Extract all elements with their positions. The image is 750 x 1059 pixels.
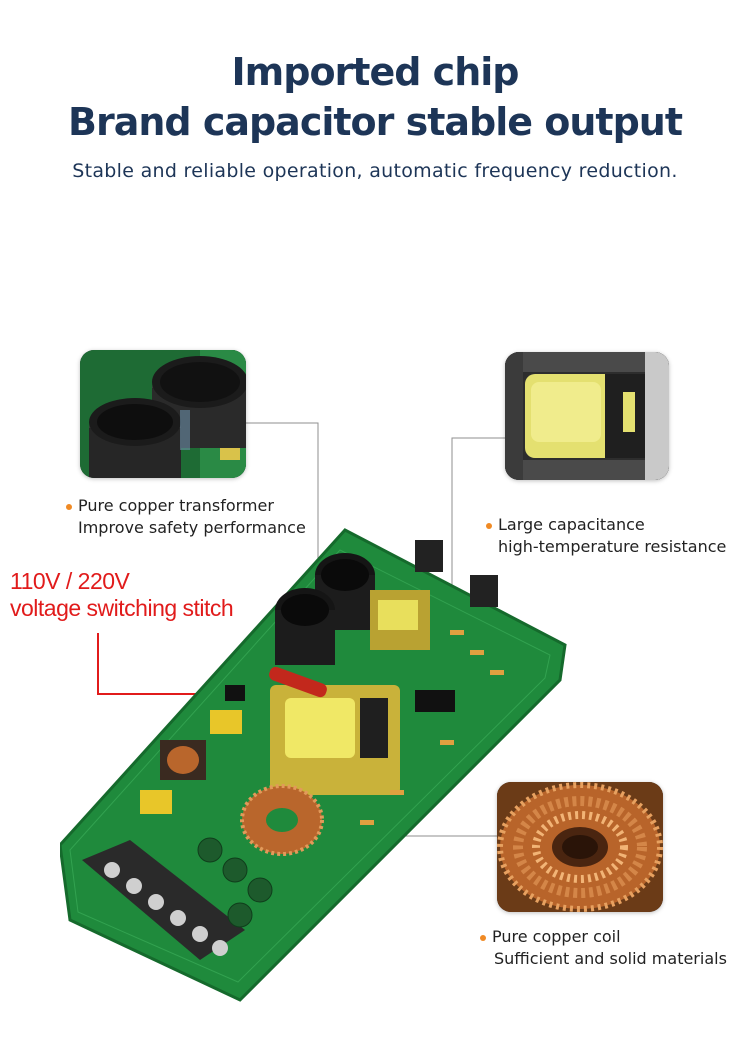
copper-coil-closeup-image xyxy=(497,782,663,912)
callout-transformer-line-2: Improve safety performance xyxy=(78,518,306,537)
bullet-dot xyxy=(480,934,486,941)
bullet-dot xyxy=(66,503,72,510)
callout-transformer: Pure copper transformer Improve safety p… xyxy=(66,495,306,539)
callout-coil: Pure copper coil Sufficient and solid ma… xyxy=(480,926,727,970)
power-supply-pcb-image xyxy=(60,528,567,1002)
callout-coil-line-1: Pure copper coil xyxy=(492,927,621,946)
callout-capacitance: Large capacitance high-temperature resis… xyxy=(486,514,726,558)
callout-coil-line-2: Sufficient and solid materials xyxy=(494,949,727,968)
subtitle: Stable and reliable operation, automatic… xyxy=(72,160,678,182)
voltage-switch-line-1: 110V / 220V xyxy=(10,568,130,594)
callout-capacitance-line-2: high-temperature resistance xyxy=(498,537,727,556)
voltage-switch-callout: 110V / 220V voltage switching stitch xyxy=(10,568,234,622)
callout-capacitance-line-1: Large capacitance xyxy=(498,515,645,534)
headline-line-2: Brand capacitor stable output xyxy=(67,100,683,144)
transformer-closeup-image xyxy=(505,352,669,480)
voltage-switch-line-2: voltage switching stitch xyxy=(10,595,234,621)
capacitor-closeup-image xyxy=(80,350,246,478)
bullet-dot xyxy=(486,522,492,529)
callout-transformer-line-1: Pure copper transformer xyxy=(78,496,274,515)
headline-line-1: Imported chip xyxy=(231,50,520,94)
